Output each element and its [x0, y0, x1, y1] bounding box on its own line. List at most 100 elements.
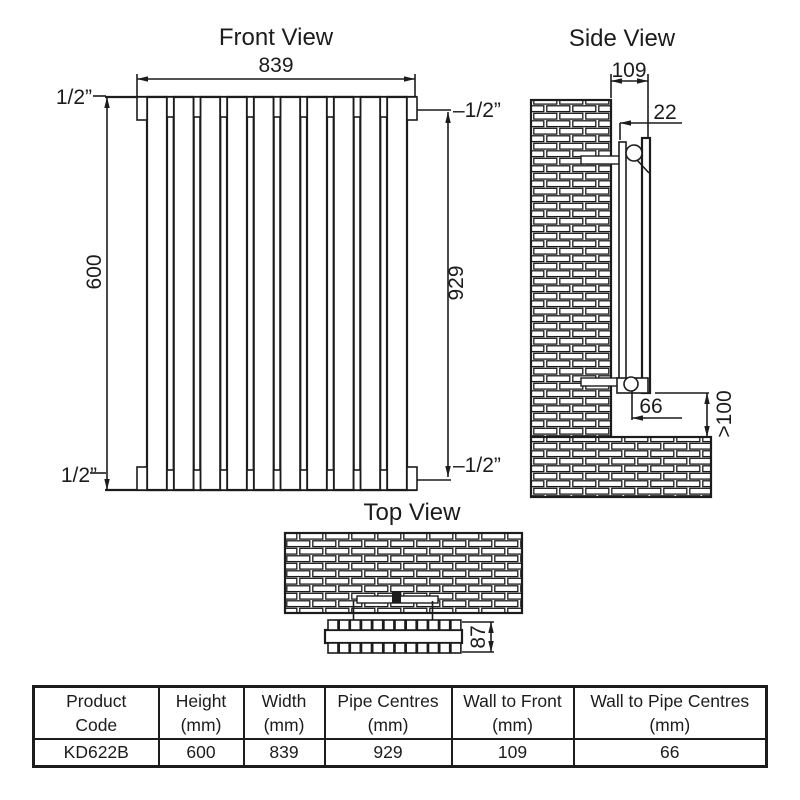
panel-joint-top [246, 96, 255, 118]
header-height: Height(mm) [157, 685, 245, 740]
floor-section [529, 435, 713, 499]
panel-joint-top [219, 96, 228, 118]
panel-joint-bottom [272, 469, 282, 491]
top-view-title: Top View [364, 499, 462, 526]
fin-bottom [416, 642, 429, 654]
fin-bottom [438, 642, 451, 654]
fin-top [438, 619, 451, 631]
wall-bracket-bottom [580, 377, 621, 387]
connection-label-bottom-left: 1/2” [61, 464, 97, 487]
fin-top [405, 619, 418, 631]
drawing-canvas: Front View 839 600 929 [56, 24, 736, 654]
dimension-height: 600 [83, 97, 110, 490]
radiator-panel [252, 95, 275, 492]
fin-top [427, 619, 440, 631]
fin-top [394, 619, 406, 631]
radiator-panels [145, 95, 409, 492]
radiator-panel [145, 95, 169, 492]
radiator-panel [225, 95, 249, 492]
connection-tab-top-left [136, 96, 148, 121]
connection-label-top-right: –1/2” [453, 99, 501, 122]
header-wall-to-pipe-centres: Wall to Pipe Centres(mm) [572, 685, 768, 740]
value-pipe-centres: 929 [323, 737, 453, 768]
fin-bottom [427, 642, 440, 654]
dimension-wall-to-pipe-centres: 66 [631, 391, 682, 421]
connection-tab-bottom-left [136, 466, 148, 491]
radiator-panel [305, 95, 329, 492]
width-dimension-label: 839 [258, 54, 293, 77]
panel-joint-top [272, 96, 282, 118]
fin-top [416, 619, 429, 631]
panel-joint-bottom [299, 469, 308, 491]
panel-joint-bottom [379, 469, 388, 491]
fin-bottom [327, 642, 339, 654]
panel-joint-bottom [326, 469, 335, 491]
pipe-connection-top [625, 144, 643, 162]
panel-joint-top [379, 96, 388, 118]
panel-joint-top [192, 96, 202, 118]
header-wall-to-front: Wall to Front(mm) [450, 685, 575, 740]
value-wall-to-front: 109 [450, 737, 575, 768]
fin-bottom [349, 642, 362, 654]
wall-to-pipe-label: 66 [639, 395, 662, 418]
depth-label: 87 [467, 625, 490, 648]
radiator-panel [359, 95, 382, 492]
fin-top [450, 619, 462, 631]
fin-bottom [371, 642, 384, 654]
front-panel-edge [640, 136, 652, 395]
fin-bottom [450, 642, 462, 654]
panel-joint-top [299, 96, 308, 118]
connection-label-top-left: 1/2” [56, 86, 92, 109]
fin-top [327, 619, 339, 631]
floor-clearance-label: >100 [713, 390, 736, 437]
front-view: Front View 839 600 929 [56, 24, 501, 492]
front-view-title: Front View [219, 24, 334, 51]
fin-bottom [338, 642, 351, 654]
fin-bottom [383, 642, 395, 654]
radiator-top-profile [323, 619, 464, 654]
dimension-wall-to-front: 109 [610, 59, 649, 137]
dimension-pipe-centres: 929 [417, 109, 468, 481]
radiator-fins [327, 619, 462, 654]
radiator-panel-joints [166, 96, 388, 491]
value-height: 600 [157, 737, 245, 768]
dimension-width: 839 [136, 54, 416, 96]
header-width: Width(mm) [242, 685, 326, 740]
panel-joint-bottom [219, 469, 228, 491]
radiator-panel [279, 95, 302, 492]
header-pipe-centres: Pipe Centres(mm) [323, 685, 453, 740]
table-value-row: KD622B 600 839 929 109 66 [32, 737, 768, 768]
panel-joint-top [352, 96, 362, 118]
dimension-wall-gap: 22 [619, 101, 682, 140]
wall-gap-label: 22 [653, 101, 676, 124]
fin-bottom [394, 642, 406, 654]
fin-top [383, 619, 395, 631]
collector-bar [323, 628, 464, 645]
pipe-connection-bottom [623, 376, 639, 392]
panel-joint-bottom [192, 469, 202, 491]
value-wall-to-pipe-centres: 66 [572, 737, 768, 768]
radiator-panel [385, 95, 409, 492]
radiator-side-profile [616, 136, 652, 395]
panel-joint-top [166, 96, 175, 118]
radiator-panel [172, 95, 195, 492]
back-tube [618, 141, 627, 389]
fin-bottom [405, 642, 418, 654]
connection-tab-bottom-right [406, 466, 418, 491]
dimension-depth: 87 [462, 621, 494, 653]
side-view: Side View 109 22 [529, 25, 736, 499]
fin-bottom [360, 642, 373, 654]
fin-top [338, 619, 351, 631]
panel-joint-top [326, 96, 335, 118]
panel-joint-bottom [352, 469, 362, 491]
value-product-code: KD622B [32, 737, 160, 768]
wall-bracket-top [580, 155, 621, 165]
connection-label-bottom-right: –1/2” [453, 454, 501, 477]
side-view-title: Side View [569, 25, 676, 52]
radiator-panel [199, 95, 222, 492]
connection-labels: 1/2” 1/2” –1/2” –1/2” [56, 86, 501, 487]
panel-joint-bottom [166, 469, 175, 491]
